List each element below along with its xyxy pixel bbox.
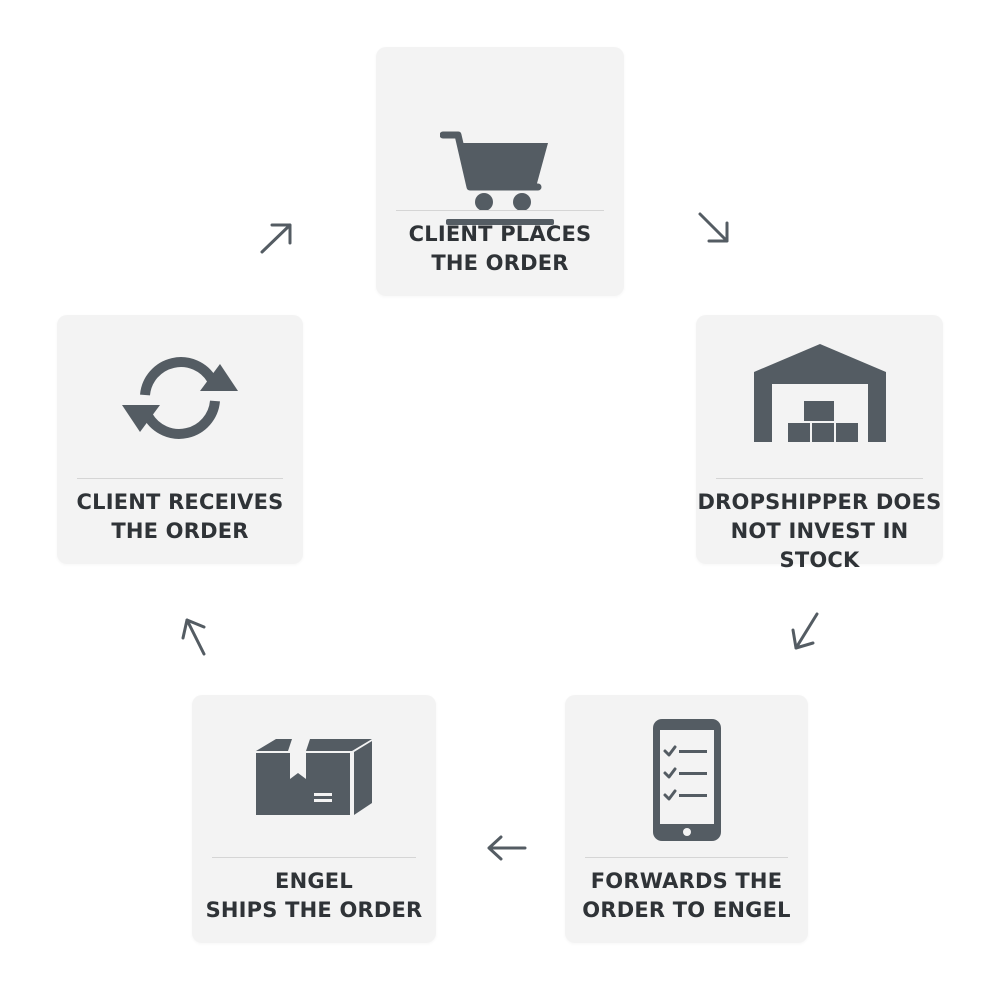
step-card-dropshipper-no-stock: DROPSHIPPER DOES NOT INVEST IN STOCK [696,315,943,572]
flow-arrow-icon [698,212,729,243]
card-divider [585,857,788,858]
step-card-forwards-order: FORWARDS THE ORDER TO ENGEL [565,695,808,943]
step-card-client-places-order: CLIENT PLACES THE ORDER [376,47,624,296]
card-divider [77,478,283,479]
flow-arrow-icon [181,618,206,656]
package-box-icon [192,735,436,819]
flow-arrow-icon [487,835,527,861]
step-card-engel-ships: ENGEL SHIPS THE ORDER [192,695,436,943]
shopping-cart-icon [376,127,624,227]
warehouse-icon [696,340,943,445]
step-label: ENGEL SHIPS THE ORDER [205,869,423,922]
step-label: DROPSHIPPER DOES NOT INVEST IN STOCK [697,490,942,572]
step-label: CLIENT RECEIVES THE ORDER [76,490,284,543]
step-label: CLIENT PLACES THE ORDER [408,222,592,275]
flow-arrow-icon [260,223,292,254]
flow-arrow-icon [791,612,819,650]
step-card-client-receives: CLIENT RECEIVES THE ORDER [57,315,303,564]
card-divider [212,857,416,858]
mobile-checklist-icon [565,717,808,843]
card-divider [396,210,604,211]
card-divider [716,478,923,479]
step-label: FORWARDS THE ORDER TO ENGEL [582,869,791,922]
refresh-cycle-icon [57,348,303,448]
